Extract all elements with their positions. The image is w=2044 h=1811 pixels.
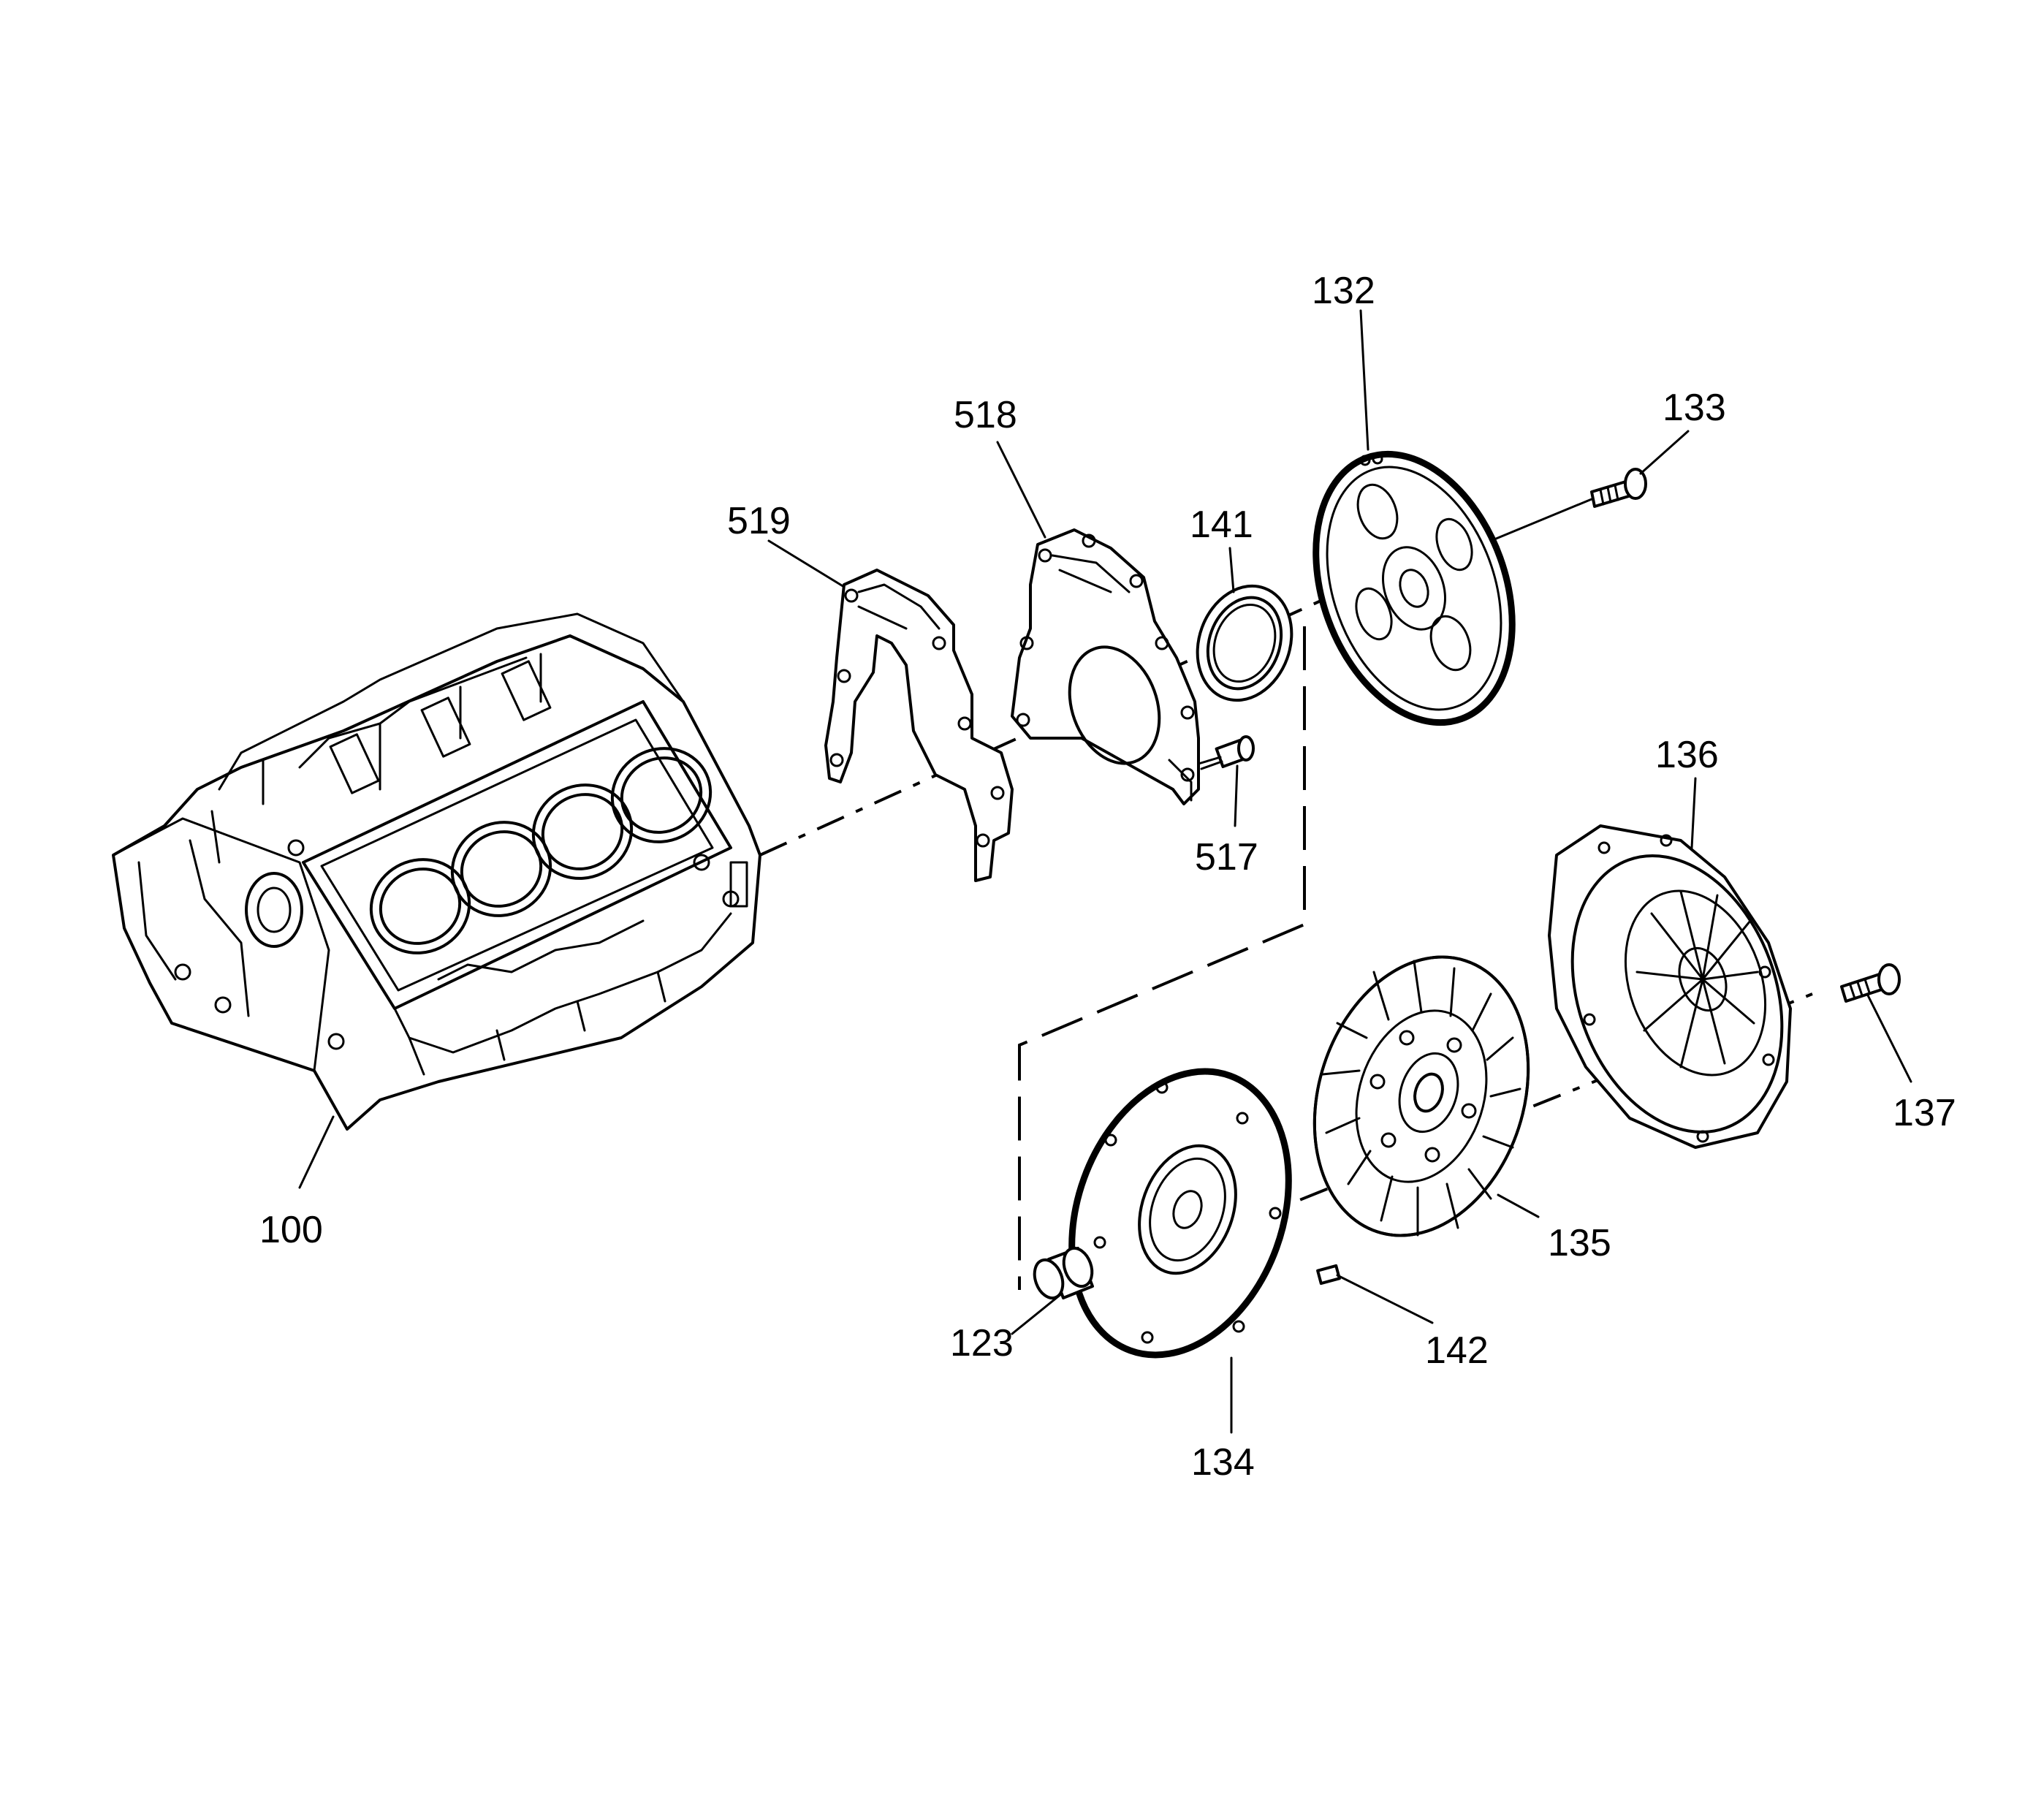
callout-133: 133 <box>1663 387 1726 429</box>
pressure-plate-bolt <box>1840 963 1901 1003</box>
callout-100: 100 <box>259 1209 323 1251</box>
callout-519: 519 <box>727 500 791 542</box>
cover-bolt <box>1197 735 1255 770</box>
rear-cover-gasket <box>824 569 1014 882</box>
callout-123: 123 <box>950 1322 1014 1364</box>
rear-cover <box>1011 528 1200 805</box>
callout-136: 136 <box>1655 734 1719 776</box>
callout-518: 518 <box>954 394 1017 436</box>
leader-lines <box>298 309 1912 1434</box>
rear-main-seal <box>1196 584 1293 702</box>
flexplate <box>1312 450 1516 726</box>
callout-132: 132 <box>1312 270 1375 312</box>
callout-137: 137 <box>1893 1092 1956 1134</box>
callout-141: 141 <box>1190 504 1253 546</box>
callout-labels: 100 123 132 133 134 135 136 137 141 142 … <box>259 270 1956 1484</box>
flexplate-bolt <box>1489 468 1647 542</box>
flywheel <box>1068 1068 1292 1359</box>
callout-517: 517 <box>1195 836 1258 878</box>
clutch-disc <box>1312 955 1530 1237</box>
pressure-plate <box>1548 824 1792 1149</box>
callout-135: 135 <box>1548 1222 1611 1264</box>
callout-142: 142 <box>1425 1329 1489 1372</box>
dowel-pin <box>1316 1264 1341 1286</box>
engine-block <box>112 612 761 1131</box>
flywheel-offset-path <box>1018 626 1306 1290</box>
callout-134: 134 <box>1191 1441 1255 1484</box>
